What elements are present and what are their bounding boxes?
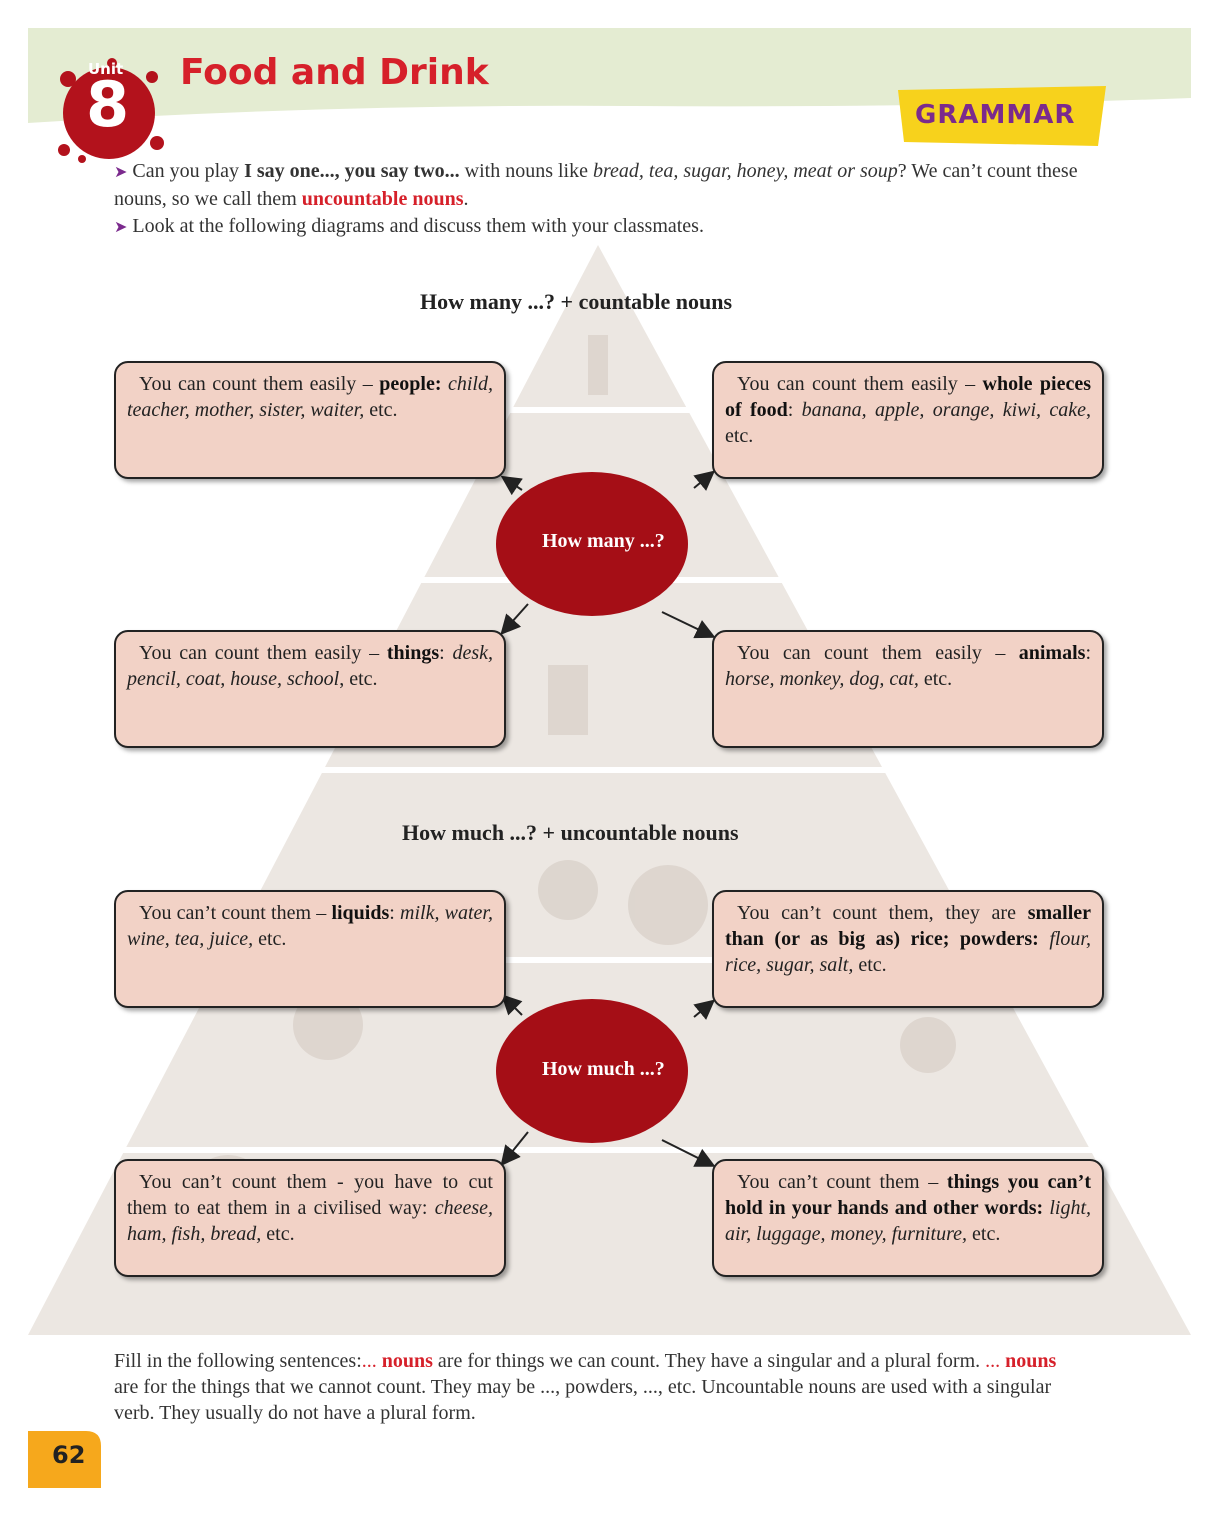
box-lead: You can’t count them, they are xyxy=(737,902,1028,924)
how-many-oval xyxy=(496,472,688,616)
box-sep: : xyxy=(1085,642,1091,664)
box-tail: , etc. xyxy=(725,399,1091,447)
fill-blank: ... xyxy=(985,1350,1001,1372)
box-tail: , etc. xyxy=(339,668,378,690)
countable-box-people: You can count them easily – people: chil… xyxy=(114,361,506,479)
fill-in-exercise: Fill in the following sentences:... noun… xyxy=(114,1348,1074,1426)
uncountable-box-liquids: You can’t count them – liquids: milk, wa… xyxy=(114,890,506,1008)
fill-prefix: Fill in the following sentences: xyxy=(114,1350,362,1372)
box-examples: milk, water, wine, tea, juice, xyxy=(127,902,493,950)
box-lead: You can count them easily – xyxy=(139,373,380,395)
box-tail: etc. xyxy=(261,1223,295,1245)
uncountable-box-cut: You can’t count them - you have to cut t… xyxy=(114,1159,506,1277)
box-examples: flour, rice, sugar, salt, xyxy=(725,928,1091,976)
fill-blank: ... xyxy=(361,1350,377,1372)
intro-text-part: Look at the following diagrams and discu… xyxy=(132,215,704,237)
box-sep xyxy=(1039,928,1050,950)
box-examples: cheese, ham, fish, bread, xyxy=(127,1197,493,1245)
unit-badge-splat xyxy=(58,58,164,163)
fill-text-part: are for things we can count. They have a… xyxy=(432,1350,986,1372)
countable-box-things: You can count them easily – things: desk… xyxy=(114,630,506,748)
uncountable-box-abstract: You can’t count them – things you can’t … xyxy=(712,1159,1104,1277)
box-lead: You can count them easily – xyxy=(737,642,1019,664)
countable-box-animals: You can count them easily – animals: hor… xyxy=(712,630,1104,748)
box-lead: You can count them easily – xyxy=(139,642,387,664)
box-sep: : xyxy=(389,902,401,924)
box-examples: child, teacher, mother, sister, waiter, xyxy=(127,373,493,421)
grammar-tag-shape xyxy=(898,86,1106,146)
box-category: people: xyxy=(379,373,442,395)
box-tail: etc. xyxy=(967,1223,1001,1245)
bullet-arrow-icon: ➤ xyxy=(114,164,128,181)
box-category: liquids xyxy=(331,902,390,924)
countable-heading: How many ...? + countable nouns xyxy=(420,289,733,314)
box-category: animals xyxy=(1018,642,1086,664)
box-tail: etc. xyxy=(853,954,887,976)
page-number: 62 xyxy=(52,1441,86,1469)
box-lead: You can’t count them – xyxy=(139,902,332,924)
page-number-tab xyxy=(28,1431,101,1488)
intro-text-part: . xyxy=(463,188,469,210)
intro-examples: bread, tea, sugar, honey, meat or soup xyxy=(592,160,898,182)
fill-key-word: nouns xyxy=(1005,1350,1057,1372)
intro-text-part: with nouns like xyxy=(459,160,593,182)
fill-key-word: nouns xyxy=(381,1350,433,1372)
box-lead: You can’t count them – xyxy=(737,1171,947,1193)
box-lead: You can count them easily – xyxy=(737,373,983,395)
box-examples: horse, monkey, dog, cat, xyxy=(725,668,919,690)
intro-key-term: uncountable nouns xyxy=(301,188,464,210)
box-category: whole pieces of food xyxy=(725,373,1091,421)
box-tail: etc. xyxy=(918,668,953,690)
page-title: Food and Drink xyxy=(180,52,489,93)
box-sep: : xyxy=(787,399,802,421)
how-much-label: How much ...? xyxy=(542,1058,665,1080)
intro-text: ➤ Can you play I say one..., you say two… xyxy=(114,158,1114,241)
intro-text-part: ? We can’t count these nouns, so we call… xyxy=(114,160,1078,210)
fill-text-part: are for the things that we cannot count.… xyxy=(114,1376,1052,1424)
how-many-label: How many ...? xyxy=(542,530,665,552)
box-category: things xyxy=(386,642,440,664)
box-lead: You can’t count them - you have to cut t… xyxy=(127,1171,493,1219)
how-much-oval xyxy=(496,999,688,1143)
box-examples: light, air, luggage, money, furniture, xyxy=(725,1197,1091,1245)
box-tail: etc. xyxy=(253,928,287,950)
box-examples: banana, apple, orange, kiwi, cake xyxy=(801,399,1086,421)
uncountable-box-powders: You can’t count them, they are smaller t… xyxy=(712,890,1104,1008)
intro-bold: I say one..., you say two... xyxy=(244,160,460,182)
unit-label: Unit xyxy=(88,60,124,78)
uncountable-heading: How much ...? + uncountable nouns xyxy=(402,820,739,845)
box-category: things you can’t hold in your hands and … xyxy=(725,1171,1091,1219)
bullet-arrow-icon: ➤ xyxy=(114,219,128,236)
box-tail: etc. xyxy=(364,399,398,421)
unit-number: 8 xyxy=(86,68,130,141)
box-sep: : xyxy=(439,642,453,664)
intro-line-1: ➤ Can you play I say one..., you say two… xyxy=(114,158,1114,213)
intro-line-2: ➤ Look at the following diagrams and dis… xyxy=(114,213,1114,241)
box-category: smaller than (or as big as) rice; powder… xyxy=(725,902,1091,950)
box-examples: desk, pencil, coat, house, school xyxy=(127,642,493,690)
countable-box-food: You can count them easily – whole pieces… xyxy=(712,361,1104,479)
grammar-tag: GRAMMAR xyxy=(915,100,1076,130)
intro-text-part: Can you play xyxy=(132,160,245,182)
